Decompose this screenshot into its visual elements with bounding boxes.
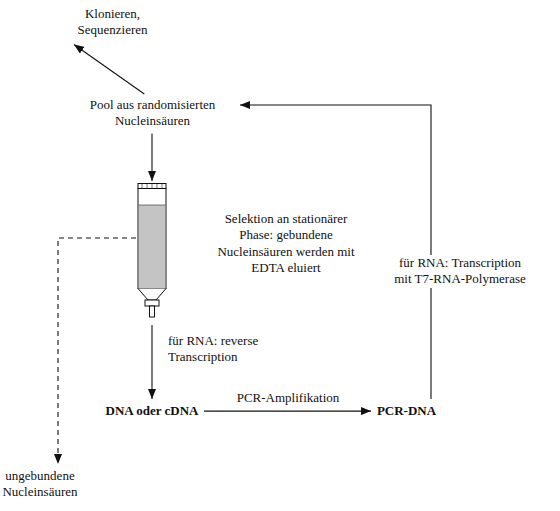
selection-column: Selektion an stationärer Phase: gebunden…: [132, 183, 362, 323]
unbound-text: ungebundene Nucleinsäuren: [0, 468, 80, 501]
edge-label: für RNA: reverse Transcription: [166, 333, 282, 366]
flow-arrow: [74, 45, 144, 95]
flow-arrow: [151, 325, 152, 399]
edge-label: für RNA: Transcription mit T7-RNA-Polyme…: [388, 255, 532, 288]
flow-arrow: [204, 411, 371, 412]
result-text: Klonieren, Sequenzieren: [70, 6, 155, 39]
node-text: PCR-DNA: [376, 403, 437, 419]
node-text: Pool aus randomisierten Nucleinsäuren: [70, 97, 235, 130]
flow-arrow: [151, 134, 152, 182]
dna-text: DNA oder cDNA: [105, 403, 199, 419]
edge-label: PCR-Amplifikation: [234, 390, 342, 406]
pcr-text: PCR-DNA: [376, 403, 437, 419]
node-text: Selektion an stationärer Phase: gebunden…: [212, 211, 360, 276]
node-text: ungebundene Nucleinsäuren: [0, 468, 80, 501]
node-text: Klonieren, Sequenzieren: [70, 6, 155, 39]
dashed-arrow: [58, 238, 136, 464]
pool-text: Pool aus randomisierten Nucleinsäuren: [70, 97, 235, 130]
chromatography-column: [132, 183, 172, 323]
node-text: DNA oder cDNA: [105, 403, 199, 419]
